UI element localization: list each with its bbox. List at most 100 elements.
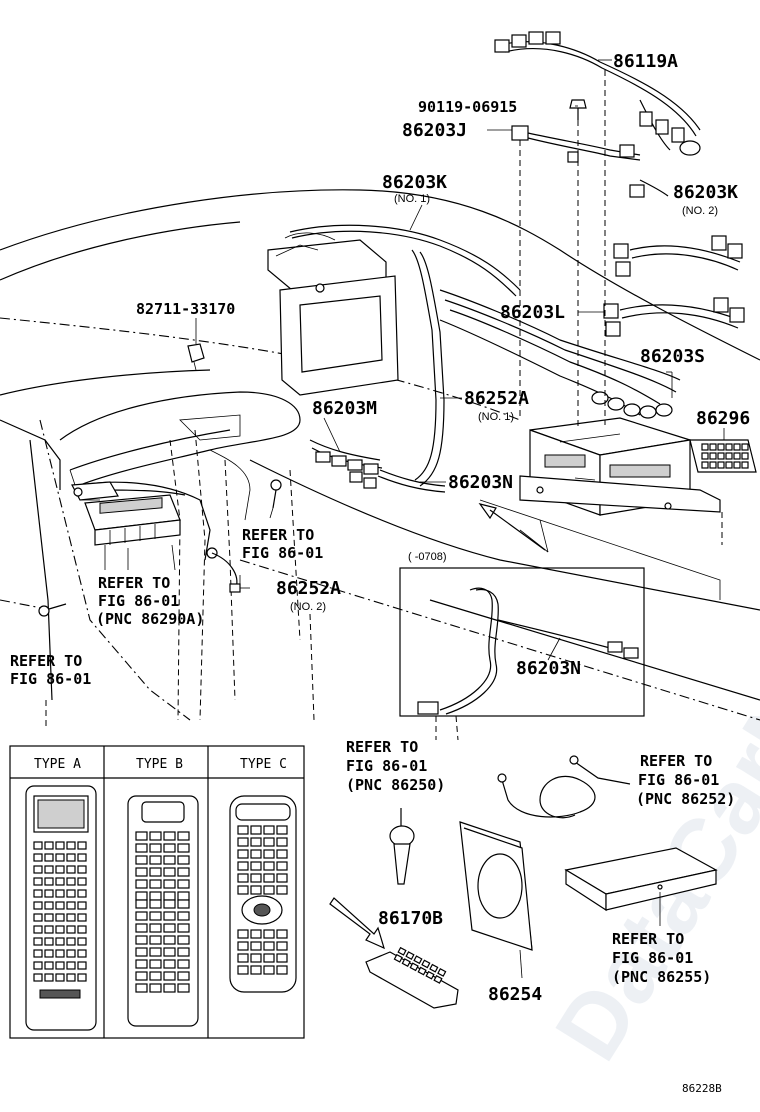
remote-b-key xyxy=(135,891,148,901)
inset-date-note: ( -0708) xyxy=(408,551,447,563)
remote-86170b-key xyxy=(437,967,447,977)
label-86203n: 86203N xyxy=(448,472,513,493)
sublabel-86252a-2: (NO. 2) xyxy=(290,601,326,613)
overhead-monitor xyxy=(267,232,399,396)
remote-b-key xyxy=(135,867,148,877)
figure-number: 86228B xyxy=(682,1082,722,1095)
remote-a-key xyxy=(33,889,43,898)
remote-a-key xyxy=(66,865,76,874)
remote-a-key xyxy=(77,889,87,898)
harness-86203m xyxy=(309,439,383,475)
remote-a-key xyxy=(55,937,65,946)
control-box xyxy=(564,847,718,926)
remote-b-key xyxy=(149,947,162,957)
type-c-header: TYPE C xyxy=(240,757,287,772)
remote-a-key xyxy=(33,901,43,910)
remote-b-key xyxy=(163,959,176,969)
remote-a-key xyxy=(77,913,87,922)
remote-a-key xyxy=(44,901,54,910)
remote-86170b-key xyxy=(425,970,435,980)
remote-c-key xyxy=(263,861,275,871)
remote-type-panel xyxy=(9,745,305,1039)
remote-b-key xyxy=(149,855,162,865)
remote-a-key xyxy=(77,865,87,874)
remote-c-key xyxy=(276,965,288,975)
remote-a-key xyxy=(44,949,54,958)
reference-labels: REFER TO FIG 86-01 REFER TO FIG 86-01 (P… xyxy=(10,526,735,986)
remote-c-key xyxy=(263,929,275,939)
remote-86170b-key xyxy=(421,959,431,969)
label-sheet-cell xyxy=(709,461,717,469)
remote-a-key xyxy=(44,913,54,922)
remote-a-key xyxy=(66,973,76,982)
remote-86170b-key xyxy=(405,951,415,960)
inset-pointer-arrow xyxy=(478,503,546,551)
part-labels: 86119A 90119-06915 86203J 86203K (NO. 1)… xyxy=(136,51,750,1005)
label-sheet-cell xyxy=(717,443,725,451)
remote-86170b xyxy=(365,946,459,1009)
remote-a-key xyxy=(77,853,87,862)
remote-c-key xyxy=(263,965,275,975)
remote-b-key xyxy=(177,843,190,853)
remote-b-key xyxy=(135,843,148,853)
remote-c-key xyxy=(250,873,262,883)
label-sheet-cell xyxy=(709,443,717,451)
label-sheet-cell xyxy=(725,461,733,469)
label-86203k-1: 86203K xyxy=(382,172,447,193)
label-86203n-inset: 86203N xyxy=(516,658,581,679)
remote-86170b-key xyxy=(417,966,427,976)
remote-b-key xyxy=(163,891,176,901)
remote-c-key xyxy=(263,849,275,859)
remote-b-key xyxy=(163,911,176,921)
remote-c-key xyxy=(250,837,262,847)
svg-text:(PNC 86252): (PNC 86252) xyxy=(636,790,735,808)
remote-a-key xyxy=(66,961,76,970)
label-sheet-cell xyxy=(741,443,749,451)
audio-cable xyxy=(497,755,631,819)
remote-b-key xyxy=(149,899,162,909)
svg-text:REFER TO: REFER TO xyxy=(10,652,82,670)
remote-b-key xyxy=(149,923,162,933)
bolt-90119 xyxy=(569,99,587,120)
remote-a-key xyxy=(55,901,65,910)
remote-c-key xyxy=(250,861,262,871)
reference-cable: REFER TO FIG 86-01 (PNC 86252) xyxy=(636,752,735,808)
remote-a-key xyxy=(55,853,65,862)
label-sheet-86296 xyxy=(689,439,757,473)
remote-a-key xyxy=(66,841,76,850)
remote-c-key xyxy=(237,825,249,835)
remote-c-key xyxy=(276,953,288,963)
remote-a-key xyxy=(33,925,43,934)
remote-c-key xyxy=(237,861,249,871)
remote-b-key xyxy=(163,971,176,981)
remote-c-key xyxy=(250,929,262,939)
remote-b-key xyxy=(163,983,176,993)
remote-a-key xyxy=(77,877,87,886)
remote-b-key xyxy=(149,971,162,981)
label-sheet-cell xyxy=(725,452,733,460)
book-86254 xyxy=(459,821,533,979)
remote-b-key xyxy=(149,983,162,993)
svg-text:FIG 86-01: FIG 86-01 xyxy=(242,544,323,562)
label-sheet-cell xyxy=(701,443,709,451)
mounting-bracket xyxy=(519,475,721,513)
reference-console: REFER TO FIG 86-01 xyxy=(242,526,323,562)
remote-a-key xyxy=(55,961,65,970)
remote-a-key xyxy=(44,841,54,850)
remote-a-key xyxy=(66,889,76,898)
inset-box xyxy=(399,567,645,741)
remote-a-key xyxy=(66,925,76,934)
remote-b-key xyxy=(177,923,190,933)
radio-head-unit xyxy=(84,494,181,546)
remote-a-key xyxy=(66,937,76,946)
remote-b-key xyxy=(177,831,190,841)
remote-c-key xyxy=(250,849,262,859)
remote-86170b-key xyxy=(409,962,419,972)
label-sheet-cell xyxy=(733,443,741,451)
reference-radio: REFER TO FIG 86-01 (PNC 86290A) xyxy=(96,574,204,628)
remote-86170b-key xyxy=(397,946,407,956)
remote-c-key xyxy=(276,837,288,847)
remote-a-key xyxy=(66,901,76,910)
remote-a-key xyxy=(55,841,65,850)
